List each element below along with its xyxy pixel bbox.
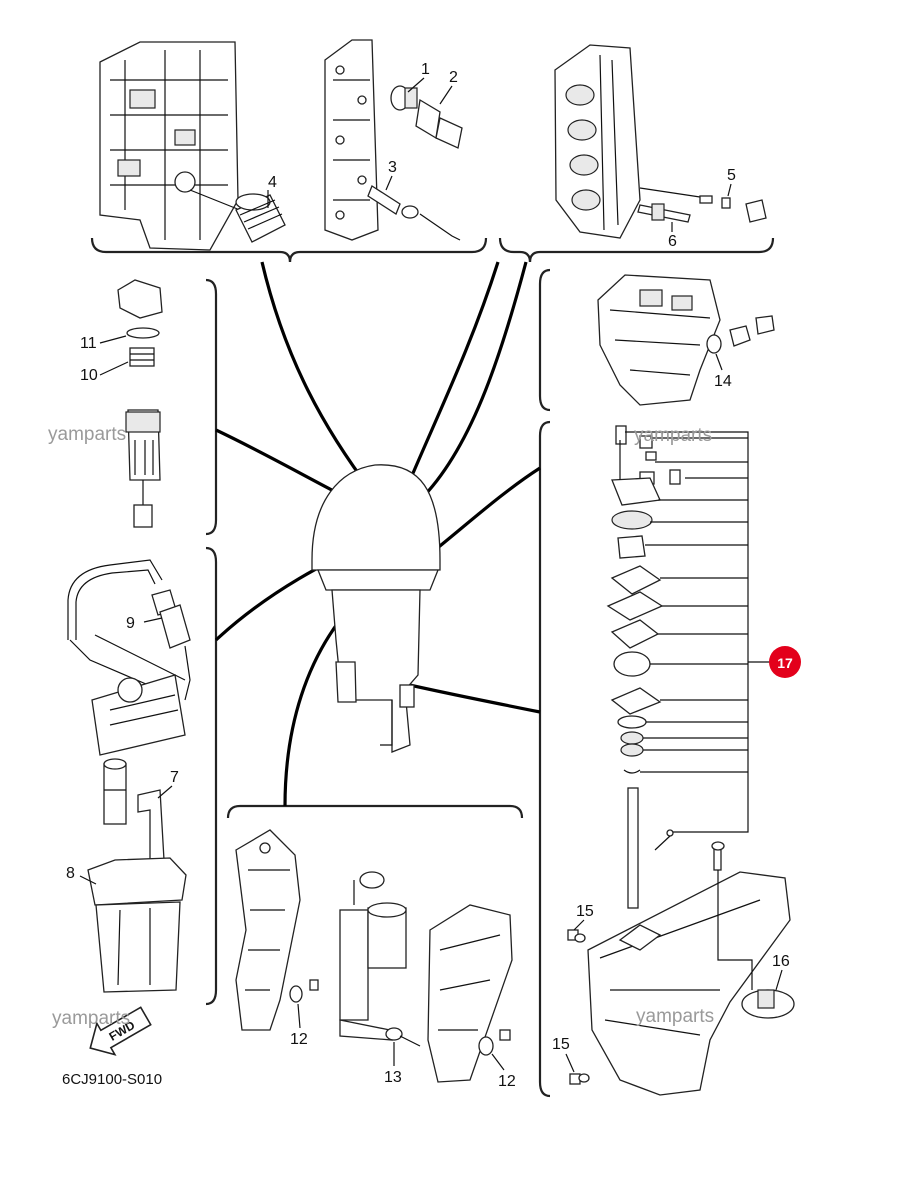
callout-15-lower: 15 (552, 1036, 570, 1053)
callout-9: 9 (126, 615, 135, 632)
callout-4: 4 (268, 174, 277, 191)
bracket-tilt-group (235, 829, 513, 1083)
fuel-filter-group (117, 279, 163, 528)
powerhead-oil-filter-group (99, 41, 286, 251)
outboard-silhouette (311, 464, 441, 753)
callout-14: 14 (714, 373, 732, 390)
oil-filter (235, 193, 286, 243)
highlight-callout-17 (769, 646, 801, 678)
watermark: yamparts (634, 425, 712, 446)
watermark: yamparts (636, 1006, 714, 1027)
fuel-pump (103, 758, 127, 825)
spark-plug (637, 203, 691, 223)
anode-rod (367, 185, 461, 241)
callout-12-left: 12 (290, 1031, 308, 1048)
trim-tab-anode (741, 989, 795, 1019)
diagram-code: 6CJ9100-S010 (62, 1071, 162, 1088)
callout-16: 16 (772, 953, 790, 970)
callout-2: 2 (449, 69, 458, 86)
callout-13: 13 (384, 1069, 402, 1086)
callout-17: 17 (777, 655, 793, 671)
watermark: yamparts (48, 424, 126, 445)
water-pump-bracket (625, 431, 770, 851)
thermostat-parts (390, 85, 463, 149)
callout-15-upper: 15 (576, 903, 594, 920)
callout-7: 7 (170, 769, 179, 786)
exhaust-cover-group (324, 39, 463, 241)
callout-1: 1 (421, 61, 430, 78)
fuel-system-group (67, 559, 191, 993)
callout-12-right: 12 (498, 1073, 516, 1090)
trim-tilt-unit (339, 871, 421, 1047)
panel-frames (90, 237, 775, 1098)
callout-10: 10 (80, 367, 98, 384)
midsection-group (597, 274, 775, 406)
callout-8: 8 (66, 865, 75, 882)
watermark: yamparts (52, 1008, 130, 1029)
callout-3: 3 (388, 159, 397, 176)
cylinder-head-group (554, 44, 767, 239)
callout-11: 11 (80, 335, 97, 352)
callout-6: 6 (668, 233, 677, 250)
lower-unit (567, 841, 795, 1096)
callout-5: 5 (727, 167, 736, 184)
